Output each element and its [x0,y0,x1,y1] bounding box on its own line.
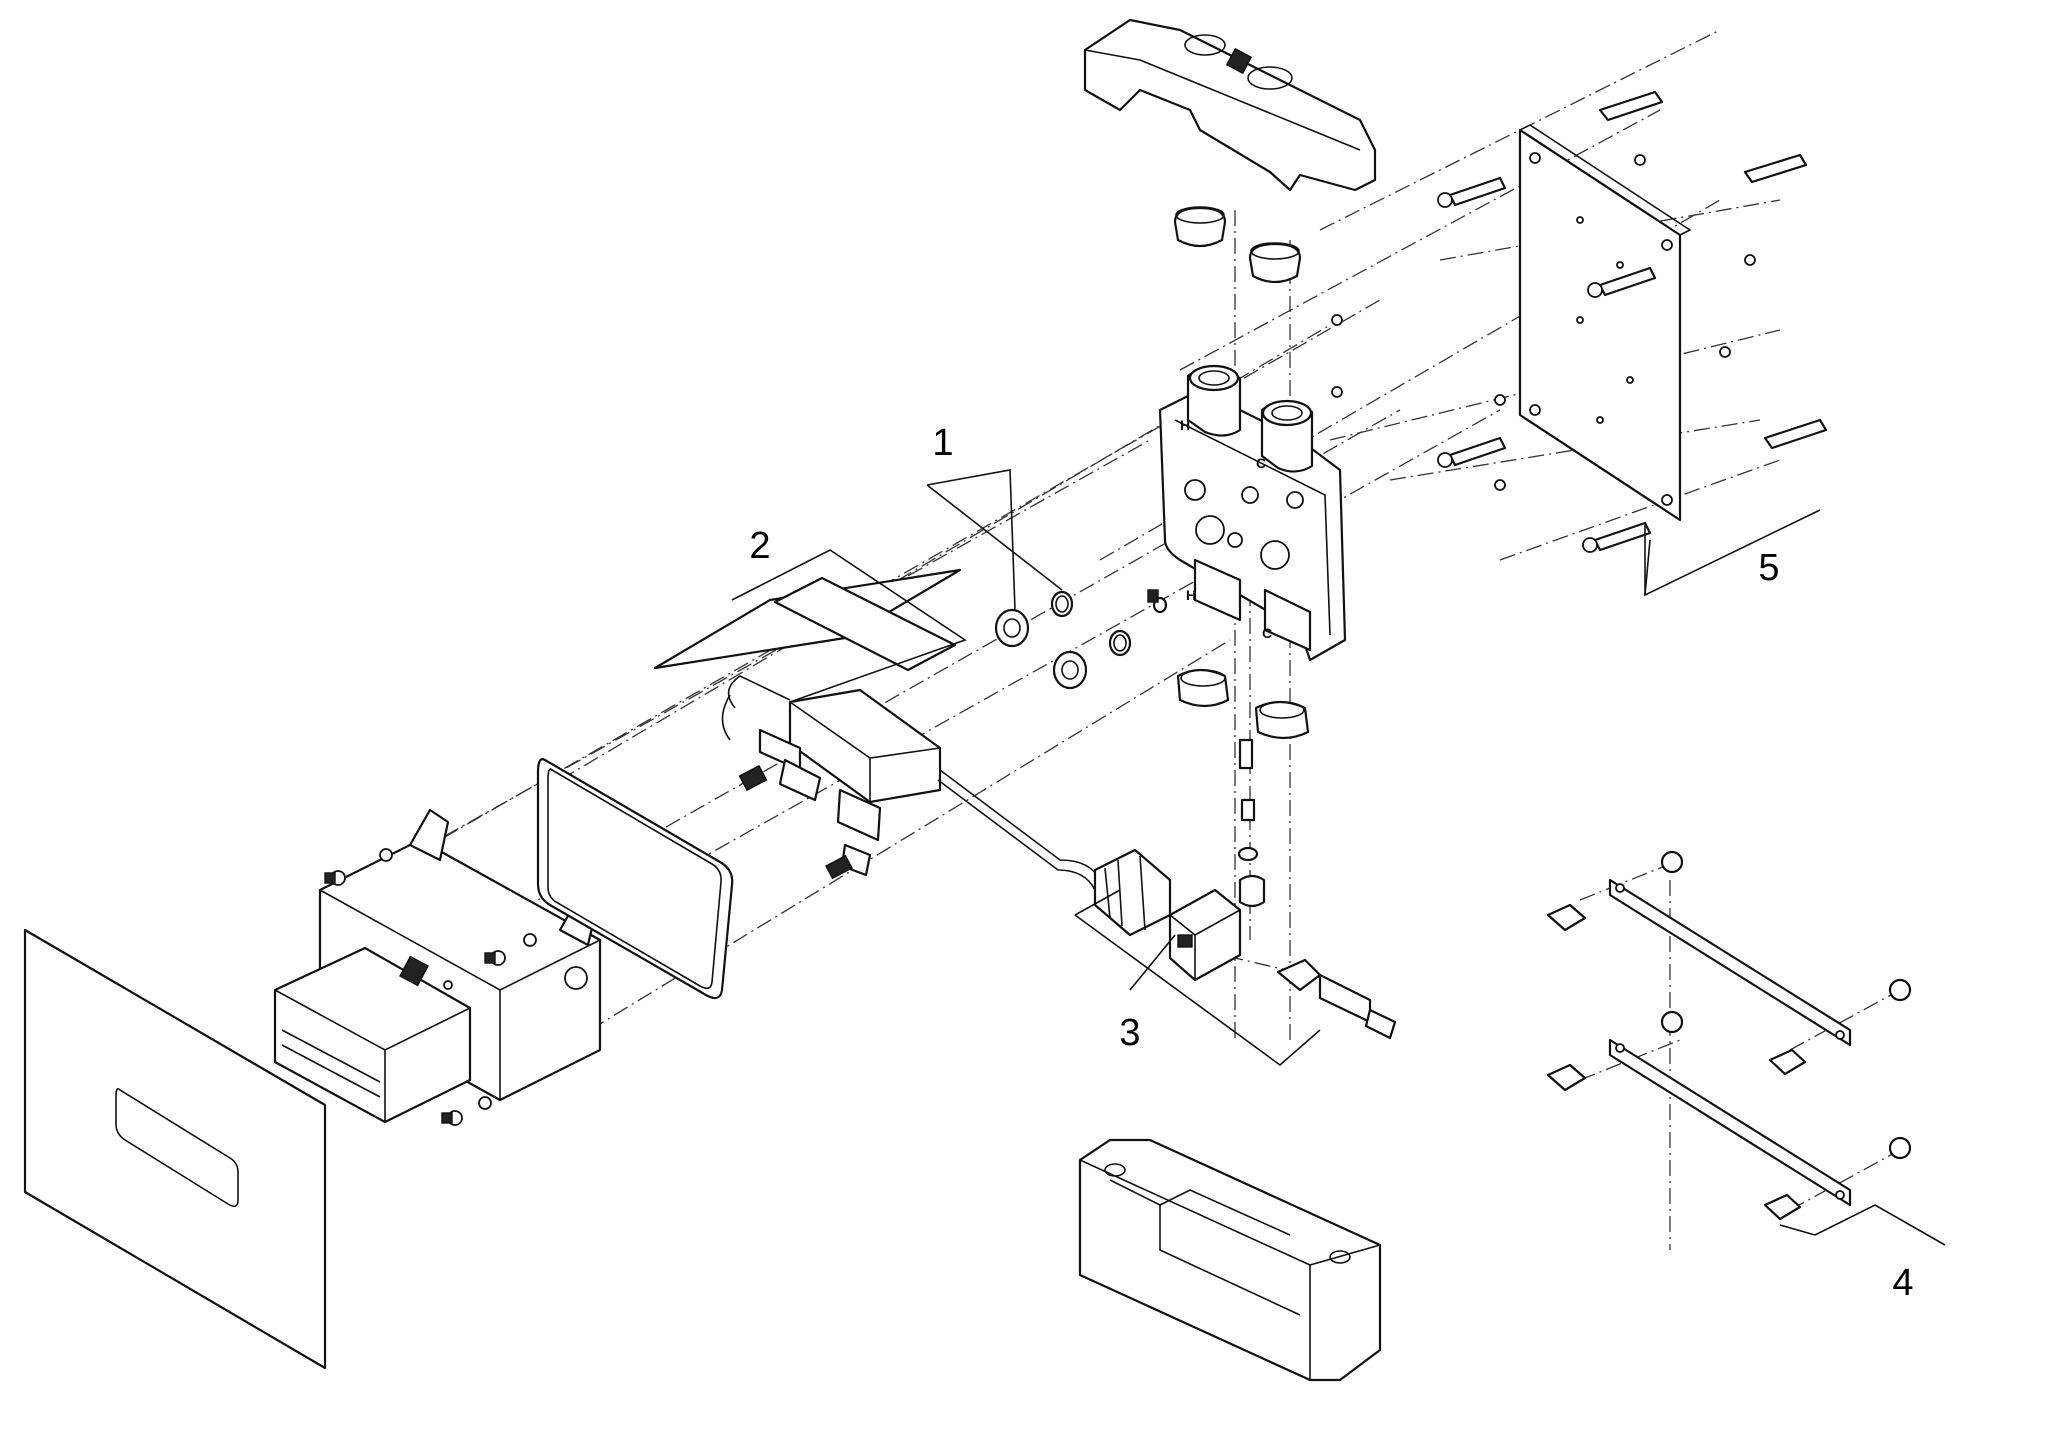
callout-2: 2 [749,525,770,567]
bottom-cover [1078,1138,1382,1382]
top-cover [1083,18,1377,192]
front-cover-plate [23,928,327,1370]
callout-3: 3 [1119,1012,1140,1054]
cable-gland [1093,848,1172,937]
flat-pad [773,576,957,672]
gasket-frame [536,758,734,1000]
housing-screws [324,848,537,1126]
plug-connector [1276,958,1397,1040]
callout-5: 5 [1758,547,1779,589]
electronics-housing [273,808,602,1124]
check-valve-stack [1147,589,1266,908]
valve-body: H C H C [1158,364,1347,662]
callout-labels: 1 2 3 4 5 [749,422,1913,1304]
connector-box [1168,888,1242,982]
sealing-caps-top [1173,206,1302,284]
center-lines [369,29,1901,1250]
hot-marking: H [1180,417,1190,433]
callout-4: 4 [1892,1262,1913,1304]
callout-1: 1 [932,422,953,464]
cold-marking-lower: C [1262,625,1272,641]
callout-leaders [731,469,1946,1246]
sealing-caps-bottom [1176,668,1310,740]
cold-marking: C [1256,455,1266,471]
hot-marking-lower: H [1186,587,1196,603]
threaded-plugs-and-orings [994,590,1168,690]
mounting-plate [1518,124,1692,522]
wall-screws-and-plugs [1331,90,1828,553]
flat-bars-and-bolts [1546,850,1912,1221]
